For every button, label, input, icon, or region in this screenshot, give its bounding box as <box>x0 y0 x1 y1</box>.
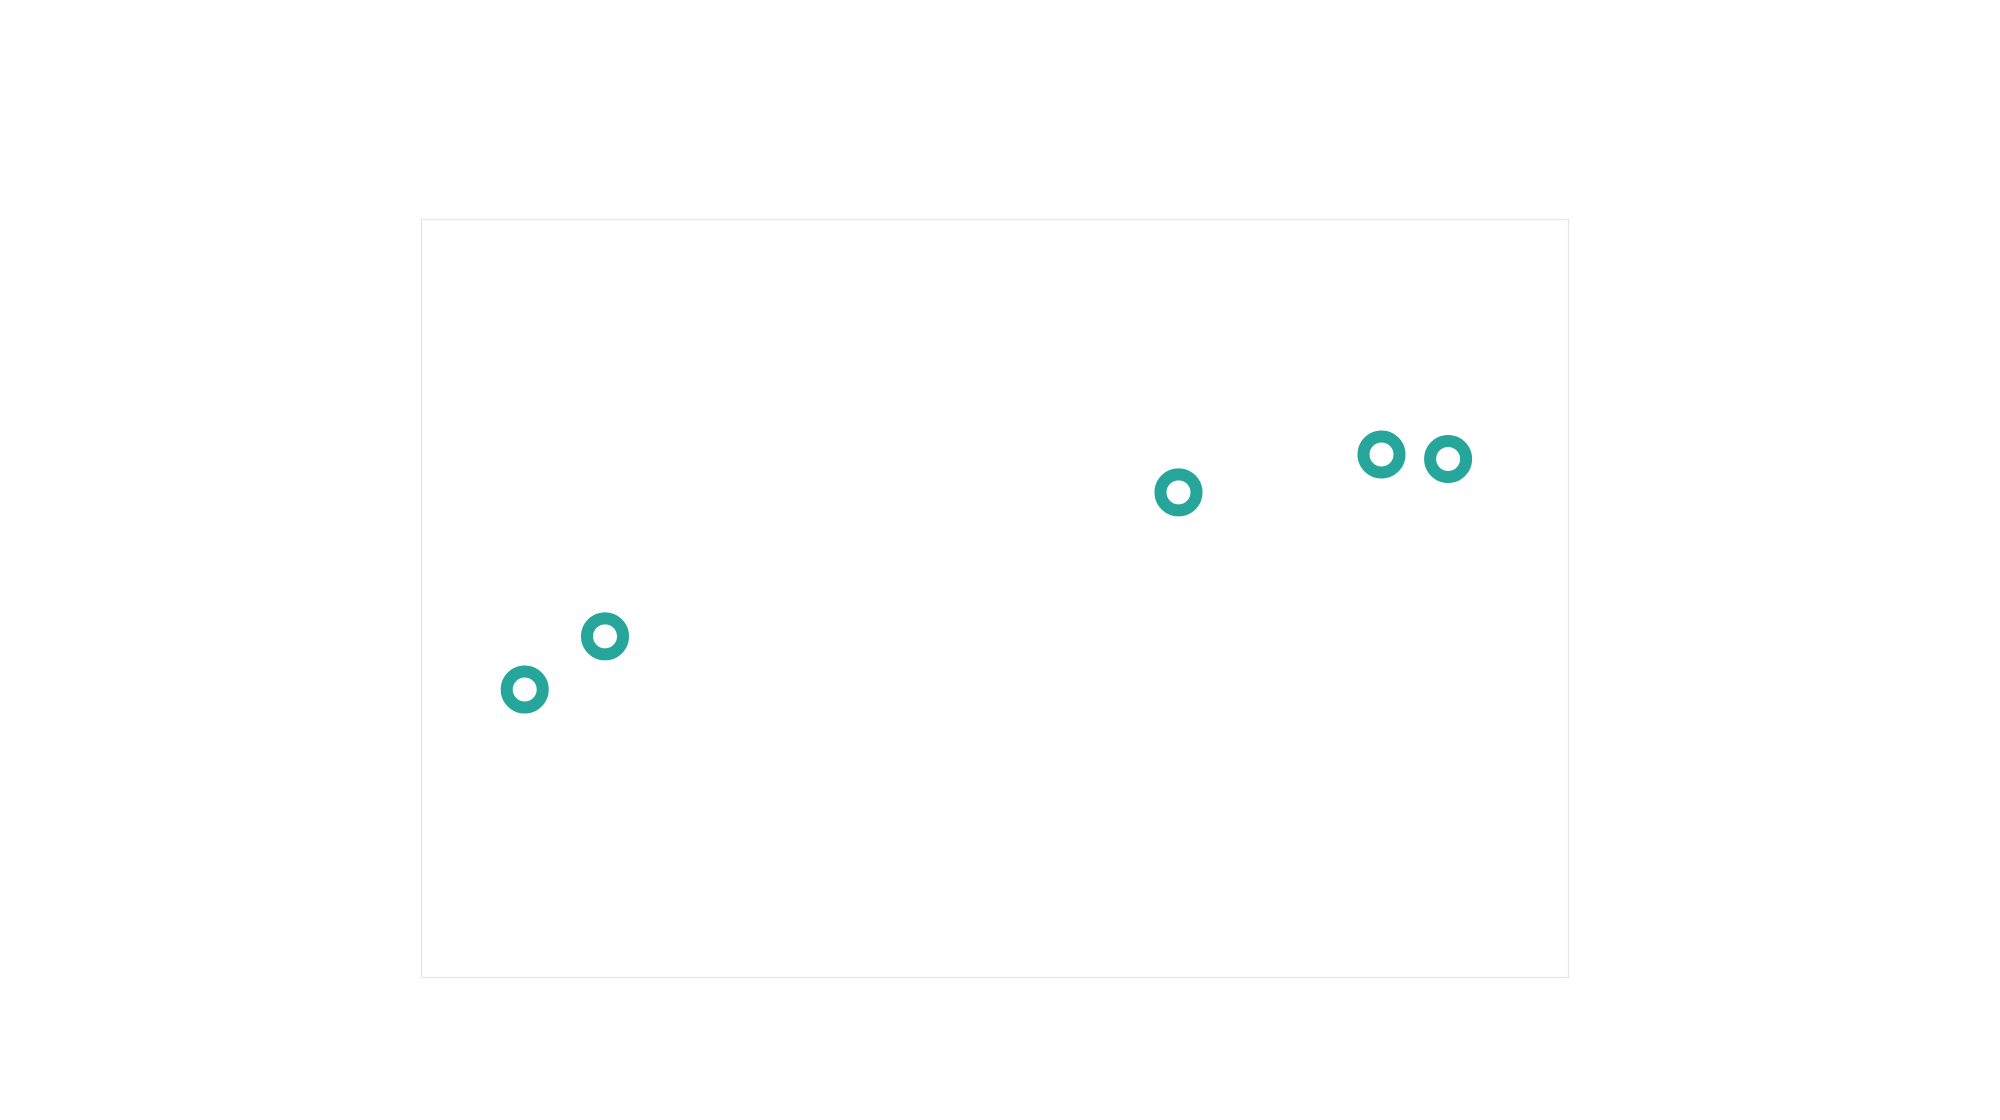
plot-area <box>420 218 1570 979</box>
data-points <box>500 430 1473 714</box>
scatter-point-1 <box>500 665 549 714</box>
scatter-point-5 <box>1424 435 1473 483</box>
scatter-point-3 <box>1154 468 1203 517</box>
scatter-point-2 <box>581 612 629 661</box>
scatter-point-4 <box>1357 430 1406 479</box>
